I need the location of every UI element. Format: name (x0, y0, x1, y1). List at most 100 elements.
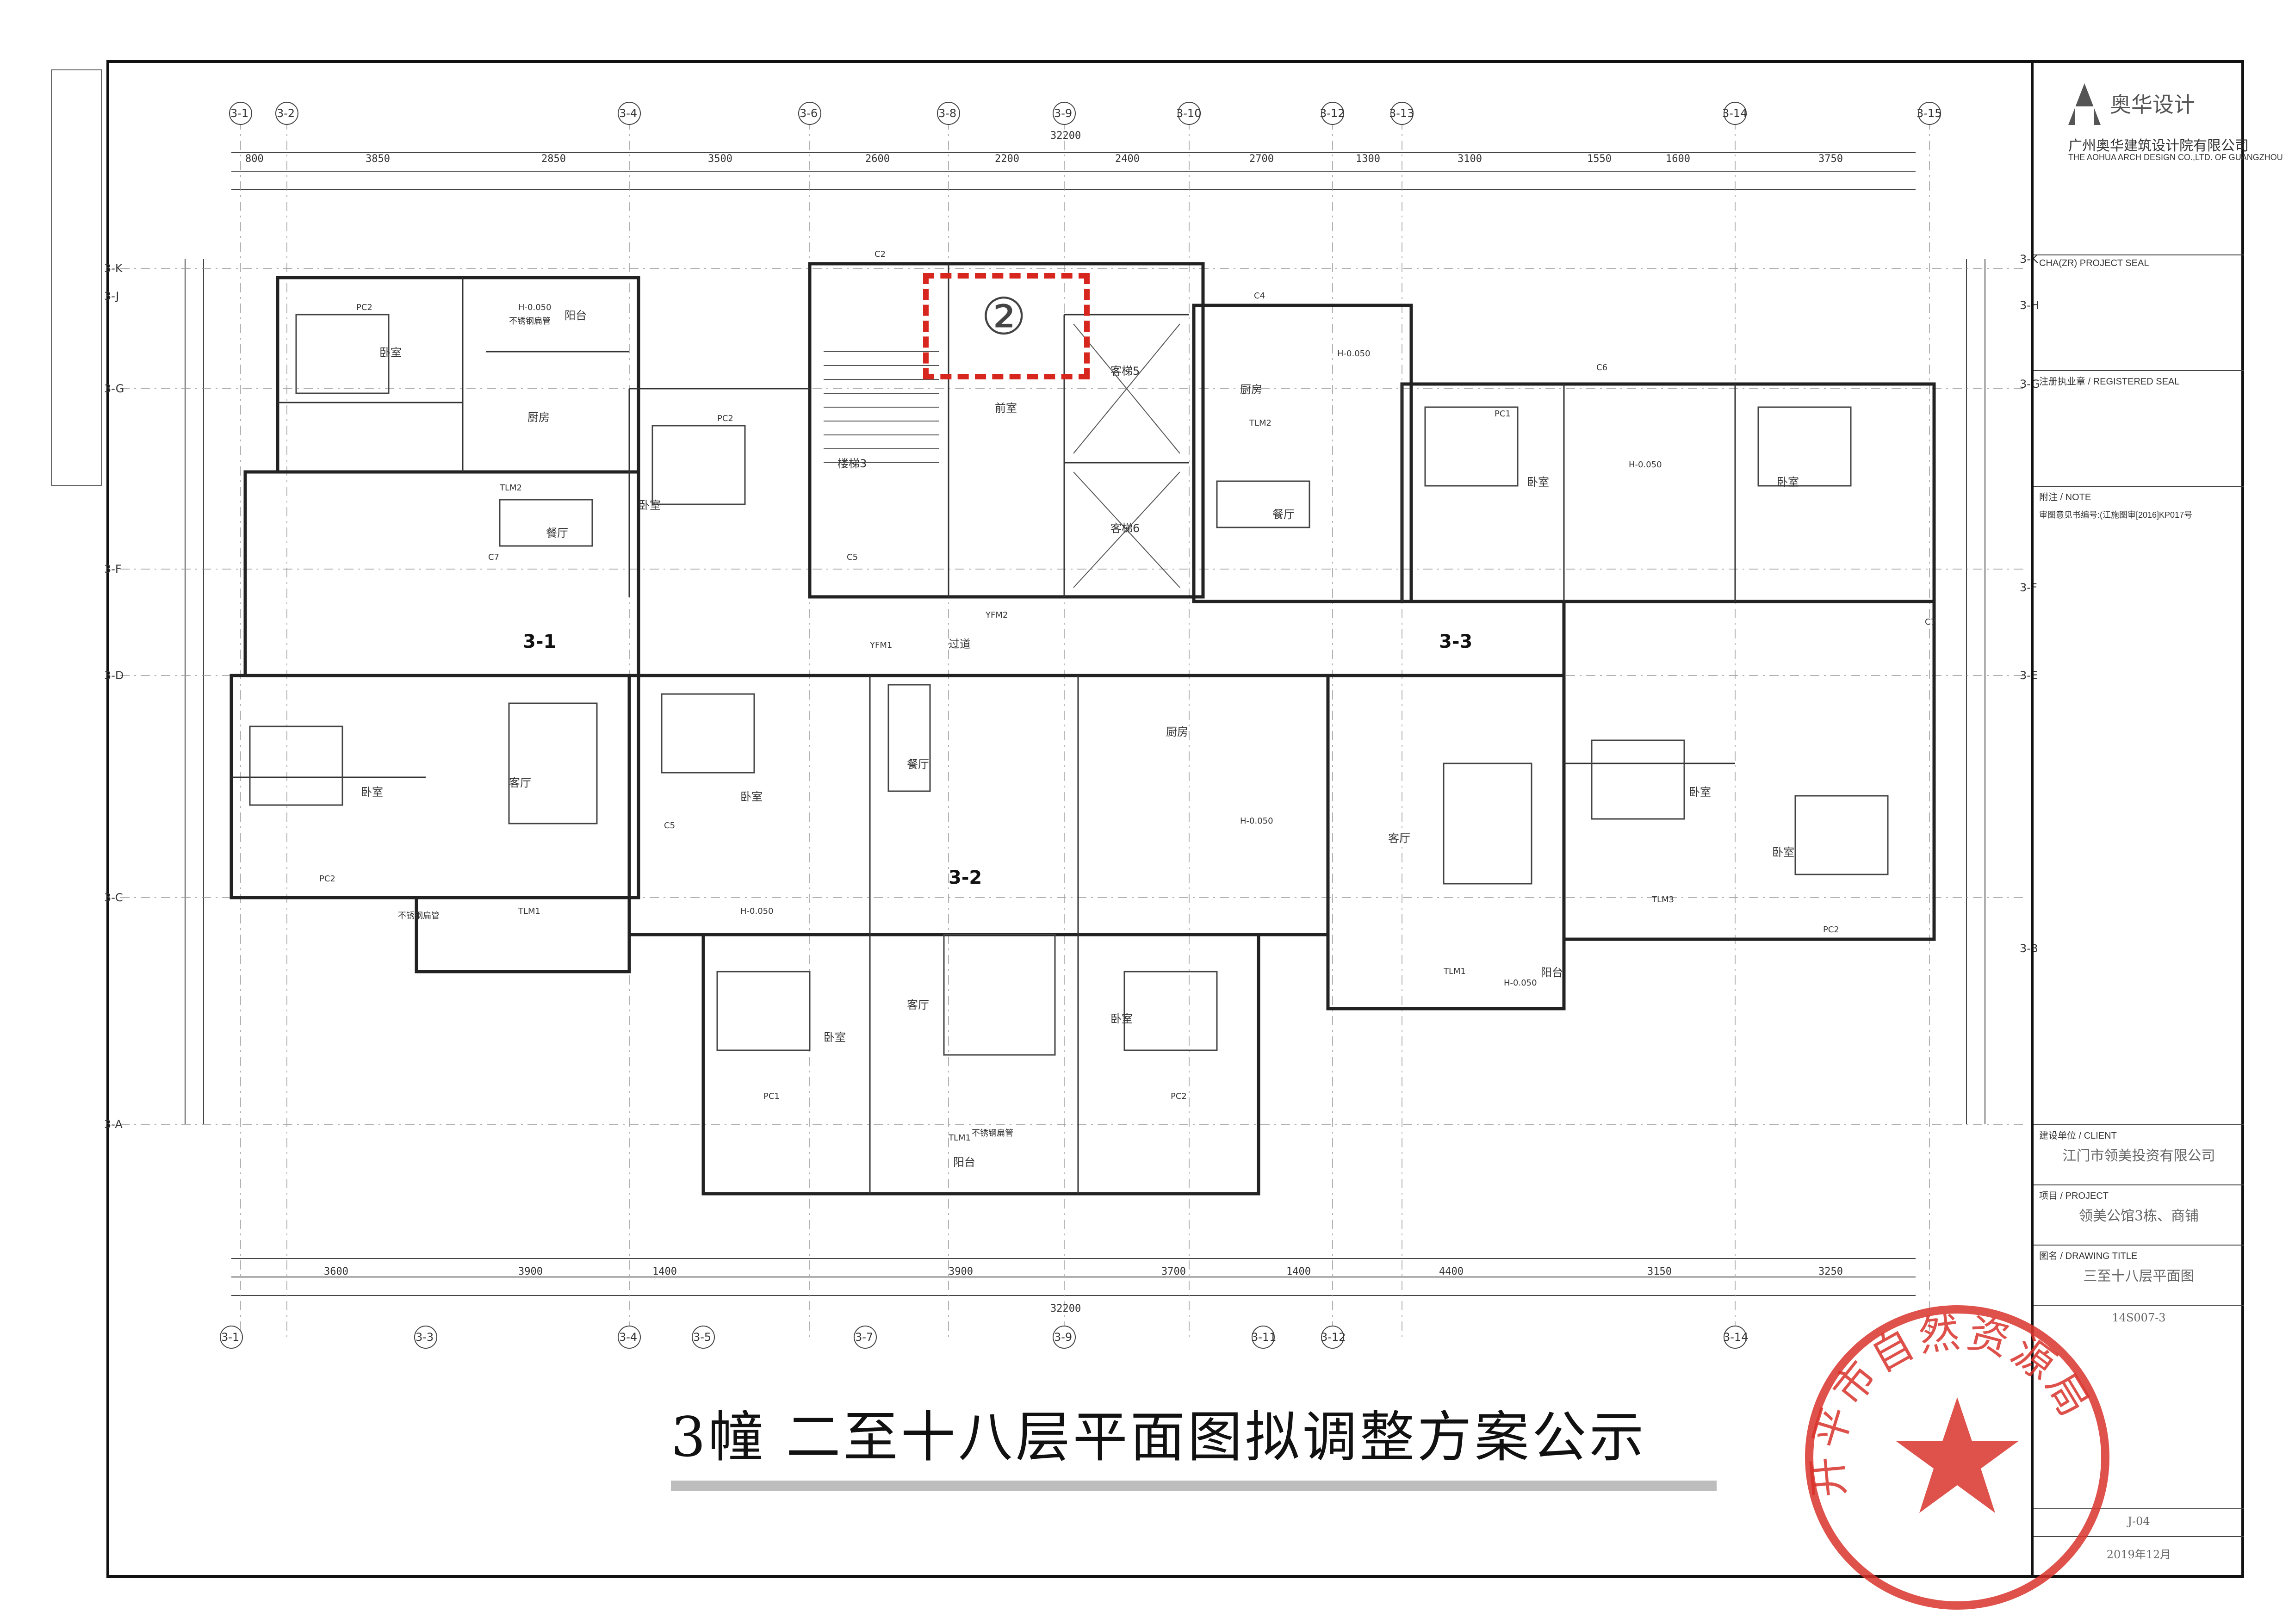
tb-project: 领美公馆3栋、商铺 (2078, 1208, 2199, 1224)
room-label: 餐厅 (546, 527, 568, 539)
axis-top-6: 3-9 (1054, 107, 1072, 120)
room-label: 卧室 (379, 346, 402, 359)
axis-bottom-1: 3-1 (221, 1331, 239, 1344)
notice-underline (671, 1481, 1717, 1491)
tb-registered-seal-label: 注册执业章 / REGISTERED SEAL (2039, 377, 2180, 387)
component-label: H-0.050 (1504, 978, 1537, 988)
adjustment-highlight-box (923, 273, 1090, 379)
tb-review-no: 审图意见书编号:(江施图审[2016]KP017号 (2039, 510, 2193, 520)
firm-name-cn: 广州奥华建筑设计院有限公司 (2068, 138, 2249, 154)
axis-bottom-2: 3-3 (416, 1331, 434, 1344)
dim-bottom: 3600 (324, 1266, 348, 1277)
component-label: PC1 (763, 1091, 780, 1101)
tb-drawing-title: 三至十八层平面图 (2083, 1268, 2195, 1284)
left-revision-strip (51, 69, 102, 486)
dim-bottom: 3900 (949, 1266, 973, 1277)
tb-client-cell: 建设单位 / CLIENT 江门市领美投资有限公司 (2034, 1124, 2244, 1184)
room-label: 客厅 (907, 998, 929, 1011)
axis-left-1: 3-K (104, 262, 123, 275)
dim-top: 2850 (541, 153, 566, 165)
tb-drawing-title-cell: 图名 / DRAWING TITLE 三至十八层平面图 (2034, 1245, 2244, 1305)
axis-right-5: 3-E (2020, 669, 2038, 682)
tb-drawing-no: J-04 (2128, 1515, 2150, 1528)
dim-bottom: 1400 (652, 1266, 677, 1277)
dim-top: 2600 (865, 153, 890, 165)
firm-logo-icon (2068, 83, 2101, 125)
dim-top: 3500 (708, 153, 732, 165)
axis-bottom-7: 3-11 (1251, 1331, 1276, 1344)
room-label: 卧室 (1777, 476, 1799, 489)
component-label: 不锈钢扁管 (398, 911, 440, 921)
component-label: 不锈钢扁管 (972, 1128, 1013, 1138)
room-label: 过道 (949, 638, 971, 651)
component-label: PC1 (1495, 409, 1511, 419)
room-label: 阳台 (953, 1156, 975, 1169)
room-label: 楼梯3 (837, 457, 867, 470)
axis-top-5: 3-8 (938, 107, 956, 120)
drawing-frame (106, 60, 2244, 1578)
axis-top-9: 3-13 (1389, 107, 1414, 120)
room-label: 卧室 (1110, 1012, 1133, 1025)
room-label: 卧室 (824, 1031, 846, 1044)
component-label: TLM3 (1651, 895, 1674, 905)
dim-total-bottom: 32200 (1050, 1303, 1081, 1314)
axis-bottom-9: 3-14 (1723, 1331, 1748, 1344)
dim-top: 800 (245, 153, 264, 165)
room-label: 餐厅 (907, 758, 929, 771)
dim-bottom: 3250 (1818, 1266, 1843, 1277)
firm-logo-text: 奥华设计 (2110, 92, 2195, 117)
component-label: YFM1 (869, 640, 892, 650)
component-label: C5 (664, 821, 675, 831)
room-label: 厨房 (1240, 383, 1262, 396)
room-label: 卧室 (1772, 846, 1794, 859)
room-label: 阳台 (1541, 966, 1563, 979)
component-label: H-0.050 (1240, 816, 1273, 826)
tb-drawing-no-cell: J-04 (2034, 1508, 2244, 1536)
dim-top: 3100 (1458, 153, 1482, 165)
component-label: YFM2 (985, 610, 1008, 620)
tb-project-no-cell: 14S007-3 (2034, 1305, 2244, 1333)
tb-drawing-title-label: 图名 / DRAWING TITLE (2039, 1251, 2138, 1261)
tb-client-label: 建设单位 / CLIENT (2039, 1131, 2117, 1141)
component-label: H-0.050 (740, 906, 774, 916)
axis-bottom-6: 3-9 (1054, 1331, 1072, 1344)
axis-left-4: 3-F (104, 563, 122, 576)
room-label: 卧室 (361, 786, 383, 799)
axis-top-11: 3-15 (1917, 107, 1941, 120)
axis-bottom-5: 3-7 (855, 1331, 873, 1344)
axis-top-8: 3-12 (1320, 107, 1345, 120)
title-block: CHA(ZR) PROJECT SEAL 注册执业章 / REGISTERED … (2031, 60, 2244, 1578)
axis-top-1: 3-1 (230, 107, 248, 120)
component-label: C5 (847, 552, 858, 562)
room-label: 厨房 (1166, 725, 1188, 738)
axis-right-6: 3-B (2020, 942, 2038, 955)
room-label: 卧室 (1527, 476, 1549, 489)
room-label: 阳台 (564, 309, 587, 322)
dim-bottom: 3150 (1647, 1266, 1672, 1277)
dim-top: 2700 (1249, 153, 1274, 165)
axis-top-10: 3-14 (1722, 107, 1747, 120)
tb-project-seal-cell: CHA(ZR) PROJECT SEAL (2034, 254, 2244, 370)
dim-bottom: 1400 (1286, 1266, 1311, 1277)
component-label: C6 (1596, 363, 1607, 372)
tb-date-cell: 2019年12月 (2034, 1536, 2244, 1575)
axis-right-2: 3-H (2020, 299, 2039, 312)
component-label: PC2 (1171, 1091, 1187, 1101)
dim-top: 1550 (1587, 153, 1612, 165)
notice-title: 3幢 二至十八层平面图拟调整方案公示 (671, 1405, 1647, 1469)
firm-name-en: THE AOHUA ARCH DESIGN CO.,LTD. OF GUANGZ… (2068, 153, 2283, 162)
component-label: H-0.050 (1629, 460, 1662, 470)
axis-top-2: 3-2 (277, 107, 295, 120)
unit-label-3-3: 3-3 (1439, 631, 1472, 652)
dim-bottom: 3700 (1161, 1266, 1186, 1277)
room-label: 客梯5 (1110, 365, 1140, 378)
component-label: C7 (1925, 617, 1936, 627)
tb-date: 2019年12月 (2106, 1548, 2171, 1561)
room-label: 卧室 (639, 499, 661, 512)
room-label: 前室 (995, 402, 1017, 415)
adjustment-marker: ② (981, 287, 1027, 346)
component-label: PC2 (1823, 925, 1839, 935)
axis-left-2: 3-J (104, 290, 119, 303)
dim-top: 3750 (1818, 153, 1843, 165)
axis-left-5: 3-D (104, 669, 124, 682)
